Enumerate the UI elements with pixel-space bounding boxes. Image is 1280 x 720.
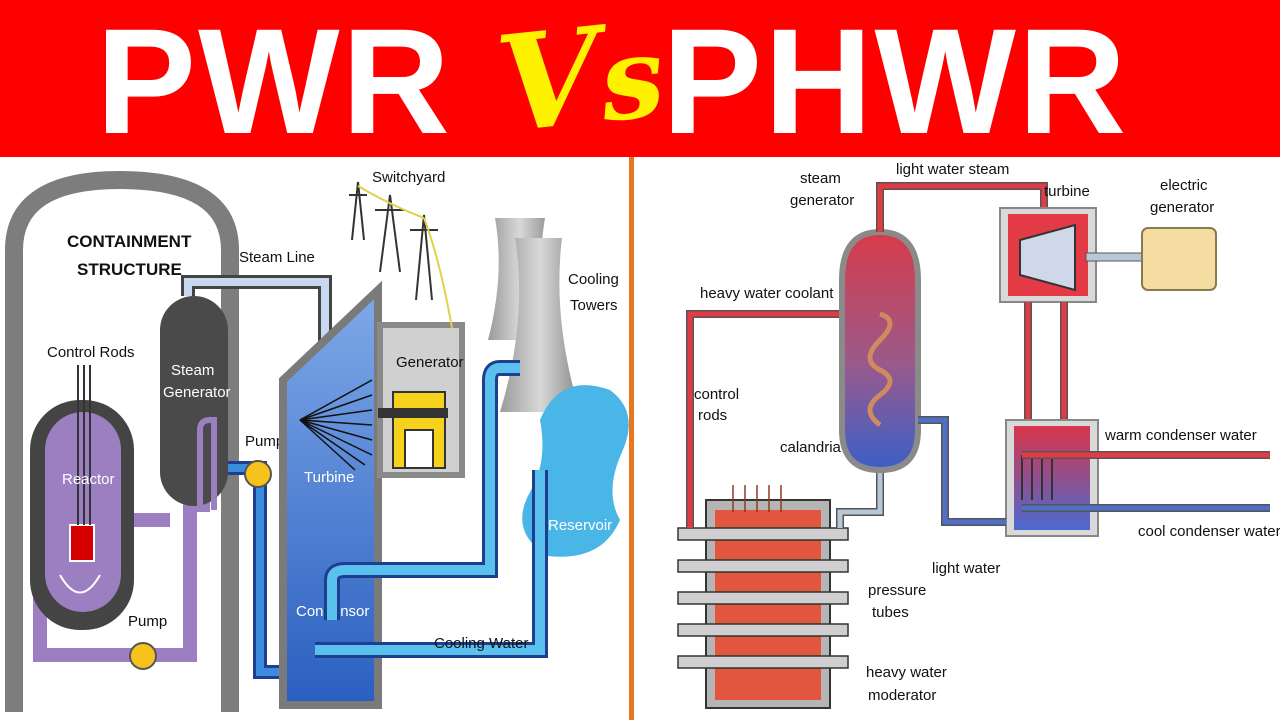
sg-label-2: Generator xyxy=(163,384,231,401)
reactor-core xyxy=(69,524,95,562)
moderator-label-2: moderator xyxy=(868,687,936,704)
pump-bottom xyxy=(129,642,157,670)
control-rods-label-1: control xyxy=(694,386,739,403)
pump-top-label: Pump xyxy=(245,433,284,450)
control-rods-label-2: rods xyxy=(698,407,727,424)
turbine-label: Turbine xyxy=(304,469,354,486)
phwr-sg-label-1: steam xyxy=(800,170,841,187)
electric-generator-label-2: generator xyxy=(1150,199,1214,216)
steam-line-label: Steam Line xyxy=(239,249,315,266)
light-water-pipe xyxy=(918,416,1006,526)
moderator-label-1: heavy water xyxy=(866,664,947,681)
cooling-towers-label-1: Cooling xyxy=(568,271,619,288)
cooling-towers-label-2: Towers xyxy=(570,297,618,314)
cooling-water-label: Cooling Water xyxy=(434,635,528,652)
title-banner: PWR Vs PHWR xyxy=(0,0,1280,165)
cool-condenser-water-label: cool condenser water xyxy=(1138,523,1280,540)
phwr-steam-generator xyxy=(839,228,921,474)
pwr-diagram: CONTAINMENT STRUCTURE Control Rods React… xyxy=(5,169,629,712)
phwr-turbine-label: turbine xyxy=(1044,183,1090,200)
control-rods-label: Control Rods xyxy=(47,344,135,361)
light-water-steam-label: light water steam xyxy=(896,161,1009,178)
generator-label: Generator xyxy=(396,354,464,371)
phwr-turbine xyxy=(1019,223,1076,292)
electric-generator-label-1: electric xyxy=(1160,177,1208,194)
switchyard-towers xyxy=(349,181,453,329)
panel-divider xyxy=(629,157,634,720)
steam-generator xyxy=(160,296,228,506)
pressure-tubes xyxy=(677,527,849,669)
containment-structure xyxy=(5,170,239,712)
title-pwr: PWR xyxy=(96,0,452,165)
reservoir xyxy=(522,385,629,557)
electric-generator xyxy=(1141,227,1217,291)
calandria-label: calandria xyxy=(780,439,842,456)
containment-label-2: STRUCTURE xyxy=(77,260,182,279)
sg-label-1: Steam xyxy=(171,362,214,379)
turbine-building xyxy=(279,280,382,709)
turbine-blades xyxy=(299,379,373,471)
containment-label-1: CONTAINMENT xyxy=(67,232,192,251)
heavy-water-coolant-label: heavy water coolant xyxy=(700,285,834,302)
reservoir-label: Reservoir xyxy=(548,517,612,534)
reactor-label: Reactor xyxy=(62,471,115,488)
pump-top xyxy=(244,460,272,488)
warm-condenser-water-label: warm condenser water xyxy=(1104,427,1257,444)
pressure-tubes-label-2: tubes xyxy=(872,604,909,621)
title-phwr: PHWR xyxy=(662,0,1129,165)
pump-bottom-label: Pump xyxy=(128,613,167,630)
pressure-tubes-label-1: pressure xyxy=(868,582,926,599)
switchyard-label: Switchyard xyxy=(372,169,445,186)
light-water-label: light water xyxy=(932,560,1000,577)
phwr-sg-label-2: generator xyxy=(790,192,854,209)
phwr-diagram: control rods calandria pressure tubes he… xyxy=(677,161,1280,709)
